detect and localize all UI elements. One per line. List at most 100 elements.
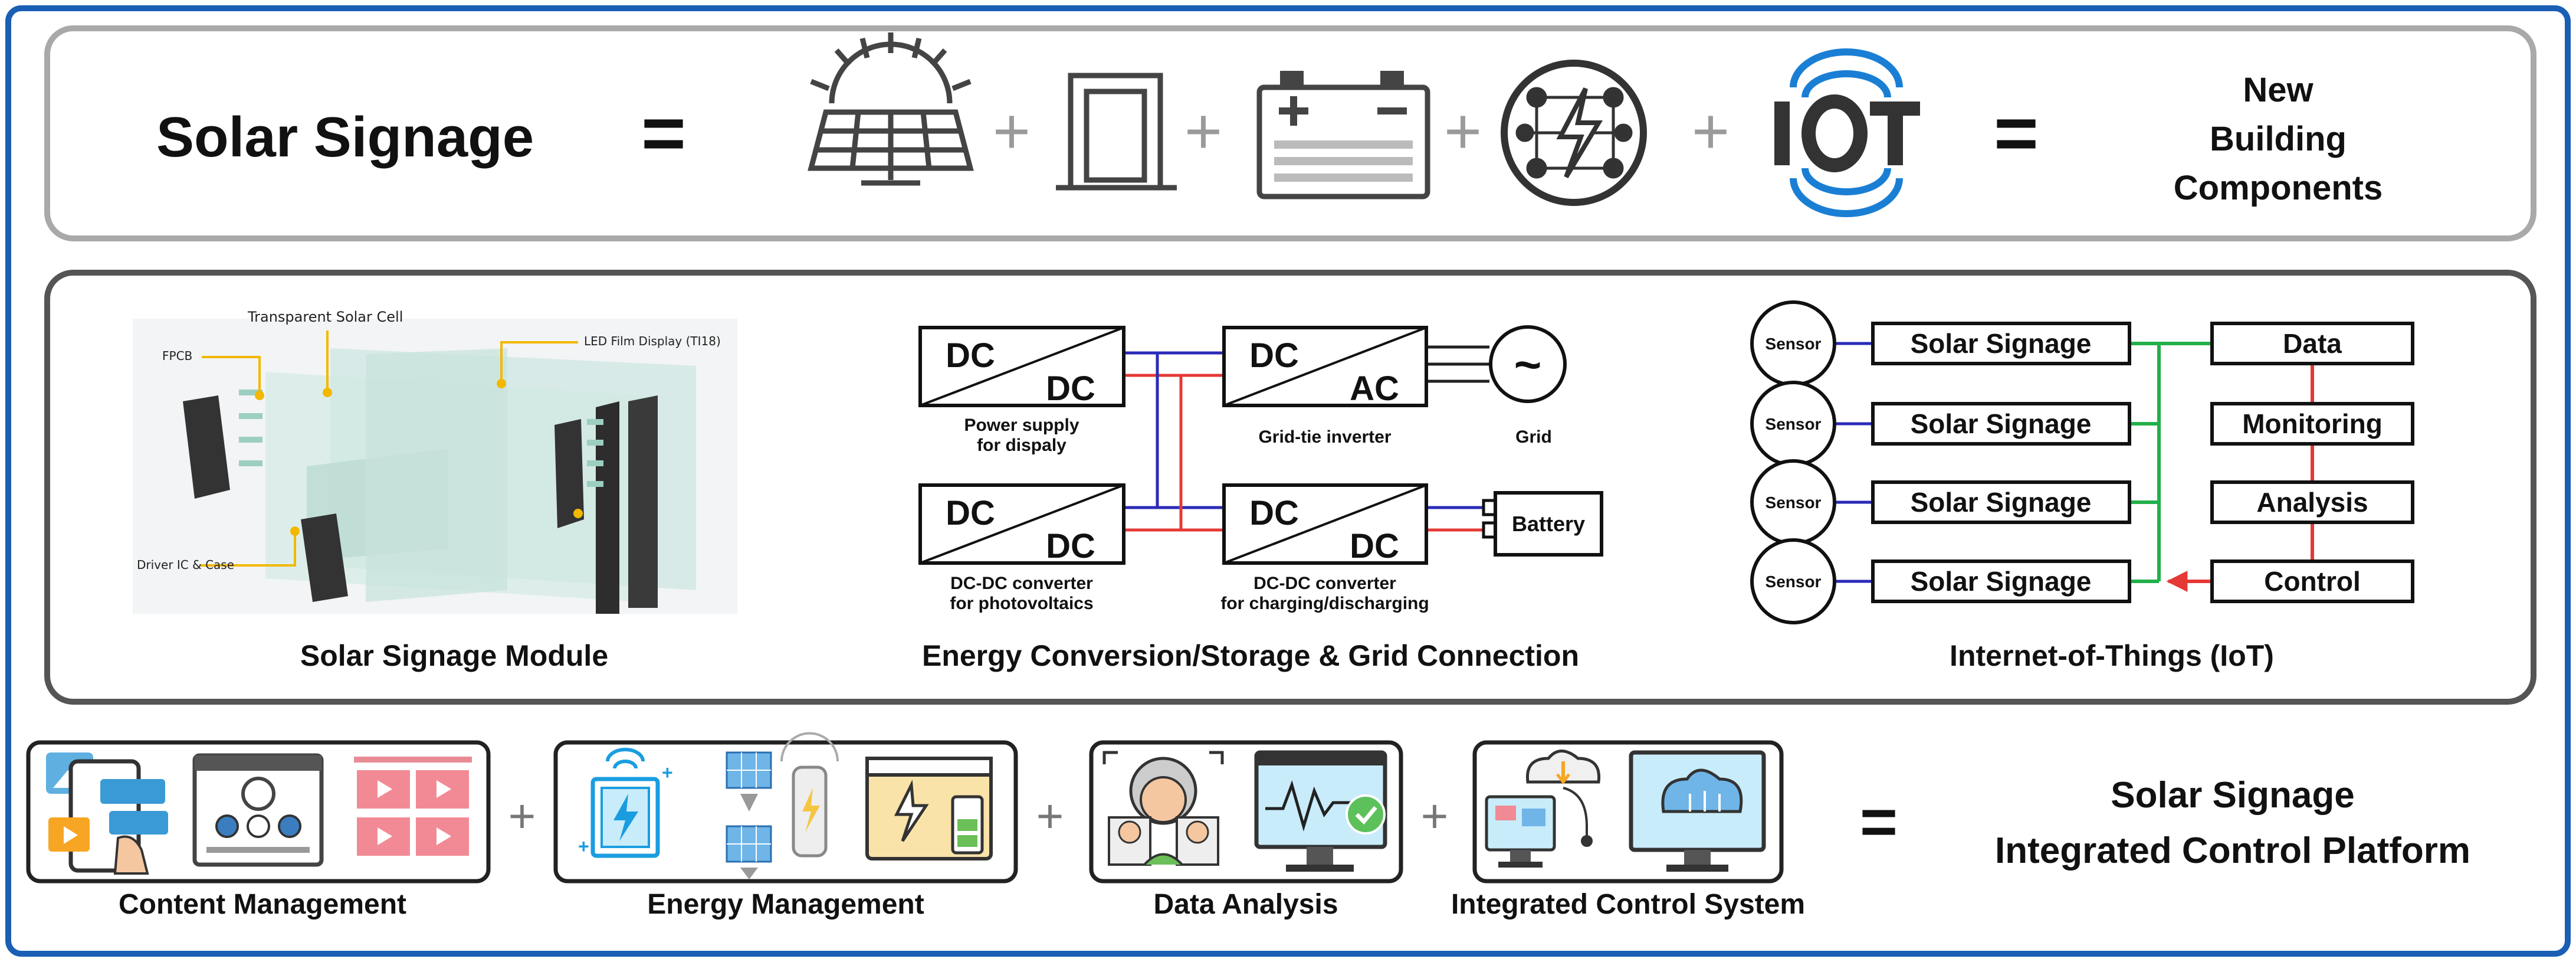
svg-text:+: + — [662, 762, 673, 783]
battery-box — [1494, 491, 1603, 557]
platform-row: Content Management + + + — [26, 732, 2470, 920]
converter-label: for photovoltaics — [950, 594, 1093, 613]
power-monitor-icon: + + — [578, 748, 673, 858]
module-label: Integrated Control System — [1451, 889, 1805, 920]
solar-array-icon — [726, 751, 772, 879]
technology-panel: Transparent Solar Cell FPCB LED Film Dis… — [44, 270, 2536, 705]
signage-node — [1871, 480, 2131, 524]
converter-label: Power supply — [964, 415, 1079, 435]
result-line: New — [2243, 71, 2314, 109]
plus-sign: + — [1184, 95, 1222, 168]
platform-result-line: Solar Signage — [2111, 775, 2354, 816]
callout-driver: Driver IC & Case — [137, 558, 234, 572]
cloud-monitor-icon — [1629, 750, 1766, 872]
iot-step-label: Analysis — [2256, 487, 2368, 518]
result-line: Components — [2174, 169, 2383, 207]
equation-panel: Solar Signage = + + — [44, 25, 2536, 241]
module-label: Energy Management — [647, 889, 924, 920]
plus-sign: + — [1444, 95, 1482, 168]
mobile-content-icon — [46, 752, 168, 875]
plus-sign: + — [1692, 95, 1730, 168]
web-profile-icon — [192, 753, 324, 867]
iot-step-box — [2210, 402, 2414, 446]
solar-panel-icon — [808, 32, 974, 186]
converter-input: DC — [1249, 336, 1299, 375]
svg-text:+: + — [578, 836, 589, 857]
converter-label: DC-DC converter — [950, 574, 1093, 593]
smart-grid-icon — [1501, 60, 1647, 206]
converter-box: DC AC — [1222, 326, 1428, 408]
signage-label: Solar Signage — [1911, 328, 2092, 359]
energy-management-card: + + — [553, 732, 1018, 920]
result-line: Building — [2210, 120, 2347, 158]
converter-label: for charging/discharging — [1220, 594, 1429, 613]
converter-input: DC — [946, 494, 995, 532]
converter-output: AC — [1350, 369, 1399, 408]
battery-label: Battery — [1512, 512, 1585, 536]
iot-step-label: Data — [2283, 328, 2342, 359]
converter-output: DC — [1350, 527, 1399, 565]
iot-step-box — [2210, 322, 2414, 365]
converter-output: DC — [1046, 527, 1095, 565]
solar-signage-module-illustration: Transparent Solar Cell FPCB LED Film Dis… — [133, 309, 737, 614]
equals-sign: = — [641, 90, 686, 176]
integrated-control-card: Integrated Control System — [1451, 740, 1805, 920]
sensor-label: Sensor — [1766, 572, 1822, 591]
equals-sign: = — [1860, 786, 1898, 858]
converter-box: DC DC — [1222, 483, 1428, 565]
callout-transparent-solar-cell: Transparent Solar Cell — [247, 309, 403, 325]
signage-label: Solar Signage — [1911, 566, 2092, 597]
module-caption: Solar Signage Module — [300, 639, 608, 672]
callout-led-film: LED Film Display (TI18) — [584, 334, 721, 348]
iot-step-box — [2210, 559, 2414, 603]
iot-icon — [1774, 48, 1920, 217]
data-analysis-card: Data Analysis — [1089, 740, 1403, 920]
converter-label: Grid-tie inverter — [1258, 427, 1391, 447]
converter-box: DC DC — [918, 483, 1125, 565]
signage-node — [1871, 402, 2131, 446]
sensor-label: Sensor — [1766, 493, 1822, 512]
signage-label: Solar Signage — [1911, 487, 2092, 518]
battery-icon — [1256, 71, 1430, 199]
content-management-card: Content Management — [26, 740, 491, 920]
energy-caption: Energy Conversion/Storage & Grid Connect… — [922, 639, 1579, 672]
converter-label: for dispaly — [977, 436, 1067, 455]
iot-step-label: Control — [2264, 566, 2361, 597]
module-label: Data Analysis — [1153, 889, 1338, 920]
converter-label: DC-DC converter — [1253, 574, 1396, 593]
video-gallery-icon — [354, 755, 472, 865]
face-recognition-icon — [1102, 751, 1224, 866]
iot-step-label: Monitoring — [2242, 408, 2383, 439]
converter-box: DC DC — [918, 326, 1125, 408]
signage-node — [1871, 559, 2131, 603]
converter-output: DC — [1046, 369, 1095, 408]
callout-fpcb: FPCB — [162, 349, 192, 363]
iot-caption: Internet-of-Things (IoT) — [1950, 639, 2274, 672]
plus-sign: + — [1036, 790, 1064, 842]
cloud-computer-icon — [1485, 750, 1601, 868]
signage-label: Solar Signage — [1911, 408, 2092, 439]
iot-step-box — [2210, 480, 2414, 524]
sensor-label: Sensor — [1766, 415, 1822, 433]
sensor-label: Sensor — [1766, 335, 1822, 353]
equation-title: Solar Signage — [156, 106, 534, 169]
door-icon — [1056, 73, 1177, 191]
plus-sign: + — [508, 790, 536, 842]
grid-symbol — [1489, 325, 1567, 403]
monitor-chart-icon — [1254, 750, 1387, 872]
converter-input: DC — [946, 336, 995, 375]
plus-sign: + — [993, 95, 1031, 168]
energy-conversion-diagram: DC DC DC AC DC DC DC DC — [918, 325, 1603, 613]
signage-node — [1871, 322, 2131, 365]
converter-input: DC — [1249, 494, 1299, 532]
grid-wave: ~ — [1514, 338, 1542, 391]
energy-panel-icon — [865, 757, 993, 860]
battery-storage-icon — [780, 732, 839, 858]
plus-sign: + — [1421, 790, 1449, 842]
sensor-node — [1750, 538, 1836, 624]
platform-result-line: Integrated Control Platform — [1995, 830, 2470, 871]
grid-label: Grid — [1515, 427, 1552, 447]
equals-sign: = — [1994, 90, 2039, 176]
